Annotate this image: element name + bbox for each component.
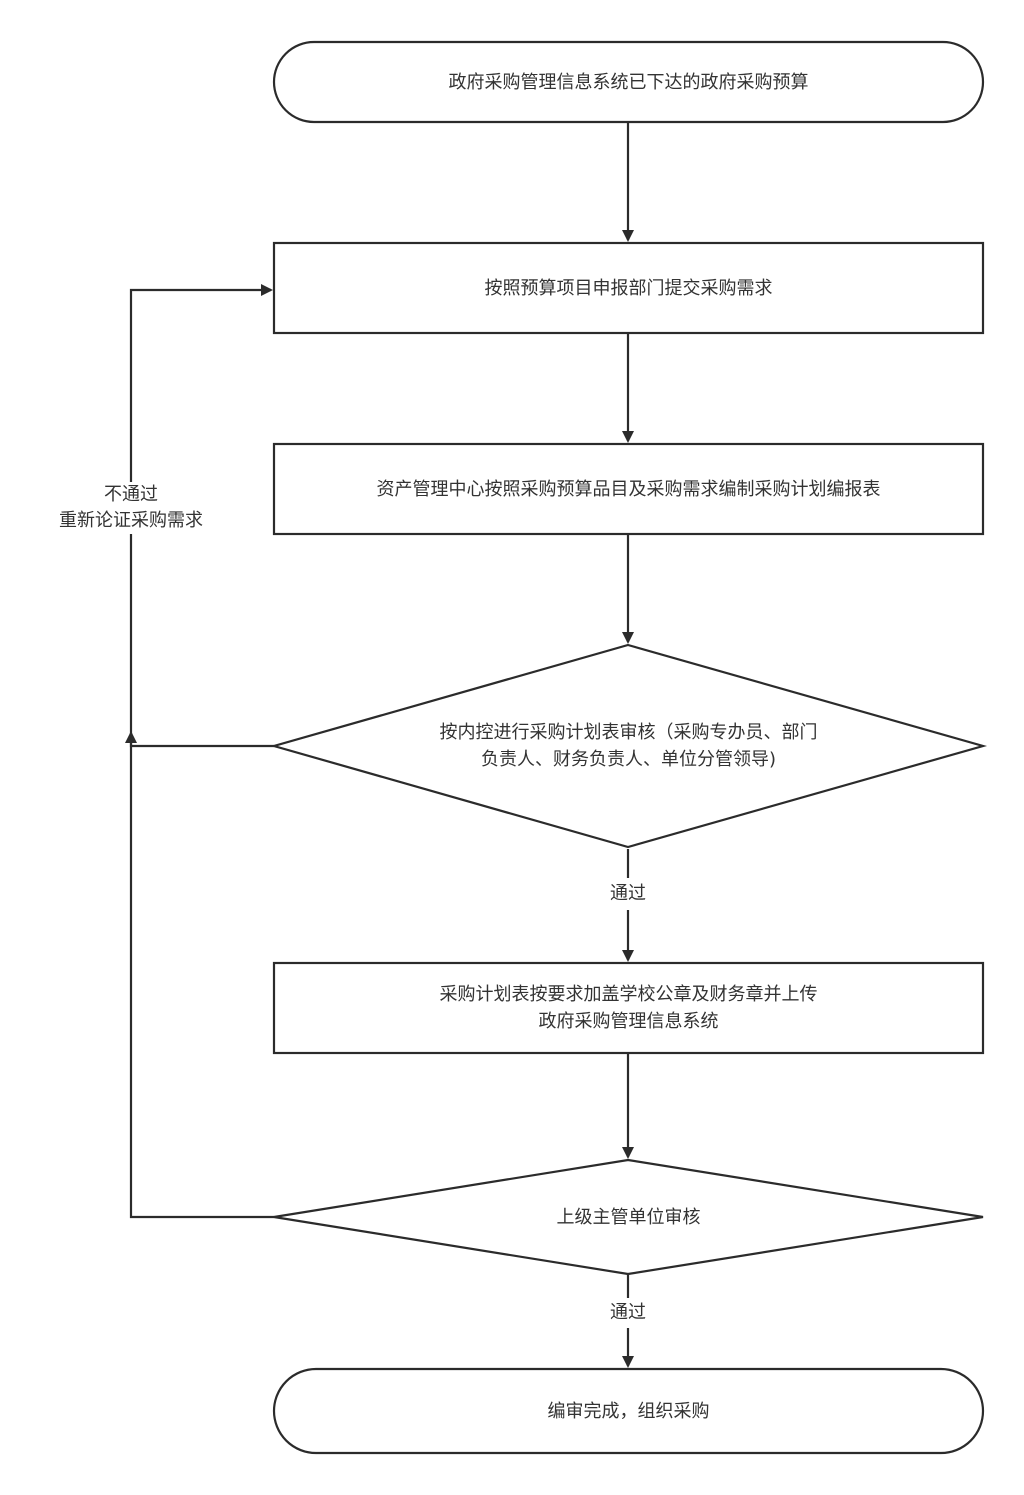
loop-fail-label: 不通过 重新论证采购需求 (36, 482, 226, 534)
pass-label-internal-review: 通过 (600, 881, 656, 907)
edge-superior-fail-loop (125, 731, 274, 1219)
start-terminal (272, 40, 985, 124)
pass-label-superior-review: 通过 (600, 1300, 656, 1326)
superior-review-diamond (273, 1158, 984, 1276)
internal-review-diamond (269, 643, 988, 849)
submit-demand-box (272, 241, 985, 335)
stamp-upload-box (272, 961, 985, 1055)
end-terminal (272, 1367, 985, 1455)
compile-plan-box (272, 442, 985, 536)
